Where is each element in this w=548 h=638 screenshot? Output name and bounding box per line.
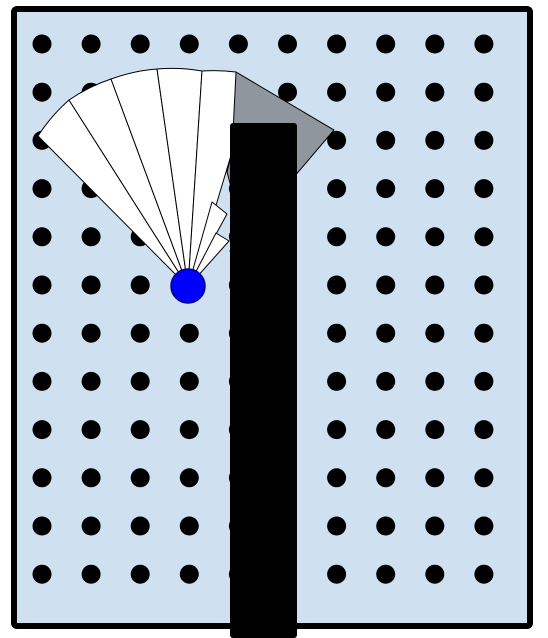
landmark-dot bbox=[327, 82, 347, 102]
landmark-dot bbox=[81, 371, 101, 391]
landmark-dot bbox=[425, 82, 445, 102]
landmark-dot bbox=[81, 323, 101, 343]
landmark-dot bbox=[376, 371, 396, 391]
landmark-dot bbox=[425, 34, 445, 54]
landmark-dot bbox=[327, 130, 347, 150]
landmark-dot bbox=[376, 468, 396, 488]
landmark-dot bbox=[32, 516, 52, 536]
landmark-dot bbox=[81, 227, 101, 247]
landmark-dot bbox=[81, 420, 101, 440]
landmark-dot bbox=[32, 179, 52, 199]
landmark-dot bbox=[81, 34, 101, 54]
landmark-dot bbox=[179, 564, 199, 584]
landmark-dot bbox=[376, 179, 396, 199]
landmark-dot bbox=[474, 82, 494, 102]
landmark-dot bbox=[425, 275, 445, 295]
landmark-dot bbox=[130, 420, 150, 440]
landmark-dot bbox=[81, 564, 101, 584]
sensor-ray bbox=[187, 70, 237, 288]
landmark-dot bbox=[130, 564, 150, 584]
landmark-dot bbox=[130, 34, 150, 54]
wall-obstacle bbox=[230, 123, 297, 638]
landmark-dot bbox=[327, 564, 347, 584]
landmark-dot bbox=[474, 130, 494, 150]
landmark-dot bbox=[376, 130, 396, 150]
landmark-dot bbox=[474, 34, 494, 54]
landmark-dot bbox=[32, 34, 52, 54]
landmark-dot bbox=[81, 468, 101, 488]
landmark-dot bbox=[130, 323, 150, 343]
landmark-dot bbox=[179, 34, 199, 54]
landmark-dot bbox=[474, 516, 494, 536]
landmark-dot bbox=[179, 468, 199, 488]
landmark-dot bbox=[474, 468, 494, 488]
landmark-dot bbox=[130, 516, 150, 536]
landmark-dot bbox=[327, 275, 347, 295]
landmark-dot bbox=[327, 371, 347, 391]
landmark-dot bbox=[425, 371, 445, 391]
landmark-dot bbox=[327, 323, 347, 343]
landmark-dot bbox=[327, 516, 347, 536]
landmark-dot bbox=[327, 227, 347, 247]
sensor-sweep bbox=[37, 67, 237, 288]
landmark-dot bbox=[278, 34, 297, 54]
landmark-dot bbox=[81, 275, 101, 295]
landmark-dot bbox=[376, 323, 396, 343]
landmark-dot bbox=[425, 420, 445, 440]
landmark-dot bbox=[425, 516, 445, 536]
landmark-dot bbox=[130, 275, 150, 295]
landmark-dot bbox=[179, 516, 199, 536]
landmark-dot bbox=[376, 420, 396, 440]
landmark-dot bbox=[228, 34, 248, 54]
landmark-dot bbox=[327, 468, 347, 488]
landmark-dot bbox=[376, 34, 396, 54]
landmark-dot bbox=[327, 179, 347, 199]
robot bbox=[170, 268, 206, 304]
landmark-dot bbox=[425, 130, 445, 150]
landmark-dot bbox=[376, 227, 396, 247]
landmark-dot bbox=[474, 371, 494, 391]
landmark-dot bbox=[32, 468, 52, 488]
landmark-dot bbox=[130, 371, 150, 391]
landmark-dot bbox=[327, 34, 347, 54]
landmark-dot bbox=[376, 516, 396, 536]
landmark-dot bbox=[425, 227, 445, 247]
landmark-dot bbox=[327, 420, 347, 440]
landmark-dot bbox=[278, 82, 297, 102]
landmark-dot bbox=[474, 227, 494, 247]
landmark-dot bbox=[376, 82, 396, 102]
landmark-dot bbox=[32, 420, 52, 440]
landmark-dot bbox=[425, 564, 445, 584]
landmark-dot bbox=[179, 420, 199, 440]
landmark-dot bbox=[376, 564, 396, 584]
landmark-dot bbox=[130, 468, 150, 488]
landmark-dot bbox=[425, 179, 445, 199]
landmark-dot bbox=[32, 275, 52, 295]
landmark-dot bbox=[474, 275, 494, 295]
landmark-dot bbox=[474, 179, 494, 199]
landmark-dot bbox=[32, 564, 52, 584]
landmark-dot bbox=[81, 516, 101, 536]
landmark-dot bbox=[425, 323, 445, 343]
landmark-dot bbox=[32, 323, 52, 343]
landmark-dot bbox=[32, 371, 52, 391]
landmark-dot bbox=[474, 323, 494, 343]
landmark-dot bbox=[179, 323, 199, 343]
landmark-dot bbox=[425, 468, 445, 488]
landmark-dot bbox=[474, 564, 494, 584]
landmark-dot bbox=[376, 275, 396, 295]
landmark-dot bbox=[32, 227, 52, 247]
landmark-dot bbox=[179, 371, 199, 391]
landmark-dot bbox=[474, 420, 494, 440]
landmark-dot bbox=[32, 82, 52, 102]
